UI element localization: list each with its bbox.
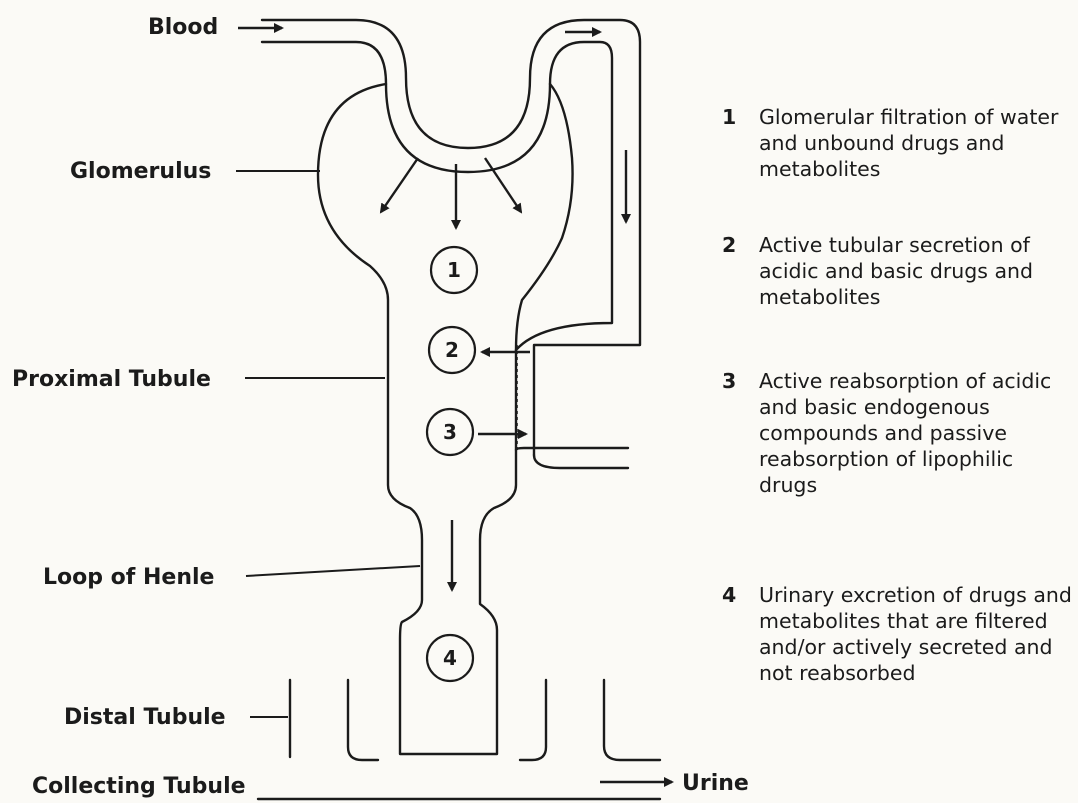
step-2-number: 2	[445, 338, 459, 362]
step-1-number: 1	[447, 258, 461, 282]
label-distal-tubule: Distal Tubule	[64, 705, 226, 730]
label-collecting-tubule: Collecting Tubule	[32, 774, 246, 799]
legend-number: 2	[722, 232, 736, 258]
distal-tubule-wall-b	[520, 680, 546, 760]
step-4-number: 4	[443, 646, 457, 670]
distal-tubule-wall-a	[348, 680, 378, 760]
legend-text: Urinary excretion of drugs and metabolit…	[759, 582, 1072, 686]
filtration-arrow-left-icon	[381, 158, 418, 212]
legend-text: Active tubular secretion of acidic and b…	[759, 232, 1072, 310]
legend-text: Active reabsorption of acidic and basic …	[759, 368, 1072, 498]
legend-item-1: 1 Glomerular filtration of water and unb…	[722, 104, 1072, 182]
blood-vessel-inner-wall	[262, 42, 612, 350]
legend-number: 4	[722, 582, 736, 608]
label-loop-of-henle: Loop of Henle	[43, 565, 214, 590]
label-proximal-tubule: Proximal Tubule	[12, 367, 211, 392]
legend-item-2: 2 Active tubular secretion of acidic and…	[722, 232, 1072, 310]
label-urine: Urine	[682, 771, 749, 796]
label-glomerulus: Glomerulus	[70, 159, 211, 184]
step-3-number: 3	[443, 420, 457, 444]
legend-number: 3	[722, 368, 736, 394]
legend-item-3: 3 Active reabsorption of acidic and basi…	[722, 368, 1072, 498]
leader-loop-of-henle	[246, 566, 420, 576]
peritubular-vessel-lower	[534, 455, 628, 468]
legend-text: Glomerular filtration of water and unbou…	[759, 104, 1072, 182]
label-blood: Blood	[148, 15, 218, 40]
legend-number: 1	[722, 104, 736, 130]
legend-item-4: 4 Urinary excretion of drugs and metabol…	[722, 582, 1072, 686]
distal-tubule-wall-right	[604, 680, 660, 760]
blood-vessel-outer-wall	[262, 20, 640, 455]
